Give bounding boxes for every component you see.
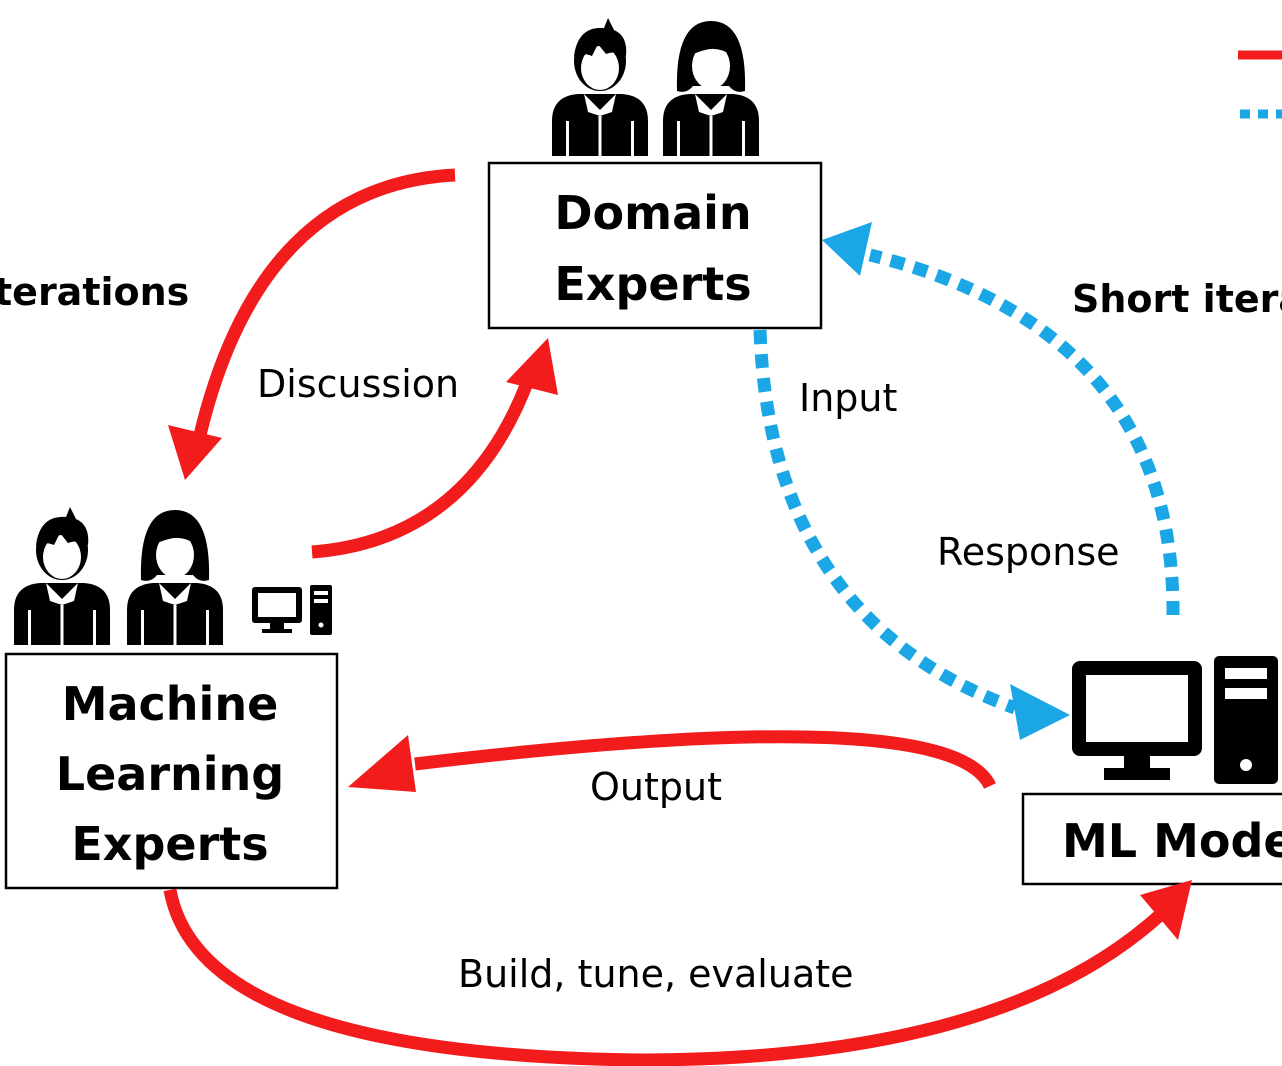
ml-experts-box <box>4 652 339 890</box>
response-label: Response <box>937 530 1120 574</box>
domain-experts-icon <box>552 18 759 156</box>
arrow-model-to-ml-experts <box>414 730 996 790</box>
ml-model-label: ML Mode <box>1062 814 1282 868</box>
short-iteration-arrowheads <box>822 222 1070 740</box>
arrowhead-up-domain <box>506 338 558 395</box>
right-iterations-label: Short itera <box>1072 277 1282 321</box>
domain-experts-box <box>487 161 823 330</box>
arrowhead-left-ml-experts <box>348 735 416 792</box>
arrowhead-into-model <box>1010 684 1070 740</box>
ml-experts-label-line3: Experts <box>71 817 268 871</box>
ml-experts-label-line1: Machine <box>62 677 279 731</box>
arrow-ml-experts-to-model <box>163 888 1165 1066</box>
arrowhead-into-domain <box>822 222 872 276</box>
ml-model-box <box>1021 792 1282 886</box>
arrow-ml-experts-to-domain <box>311 372 537 559</box>
arrowhead-right-model <box>1140 880 1192 940</box>
left-iterations-label: terations <box>0 270 189 314</box>
ml-experts-label-line2: Learning <box>56 747 284 801</box>
output-label: Output <box>590 765 722 809</box>
domain-experts-label-line2: Experts <box>554 257 751 311</box>
arrowhead-down-ml-experts <box>168 425 222 480</box>
long-iteration-arrows <box>163 168 1165 1066</box>
arrow-model-to-domain <box>868 248 1180 616</box>
ml-experts-icon <box>14 507 223 645</box>
arrow-domain-to-ml-experts <box>193 168 456 437</box>
build-label: Build, tune, evaluate <box>458 952 854 996</box>
long-iteration-arrowheads <box>168 338 1192 940</box>
short-iteration-arrows <box>753 248 1180 715</box>
discussion-label: Discussion <box>257 362 459 406</box>
legend <box>1238 50 1282 119</box>
input-label: Input <box>799 376 897 420</box>
small-computer-icon <box>252 585 332 635</box>
domain-experts-label-line1: Domain <box>554 186 751 240</box>
arrow-domain-to-model <box>753 329 1018 715</box>
ml-model-computer-icon <box>1072 656 1278 784</box>
